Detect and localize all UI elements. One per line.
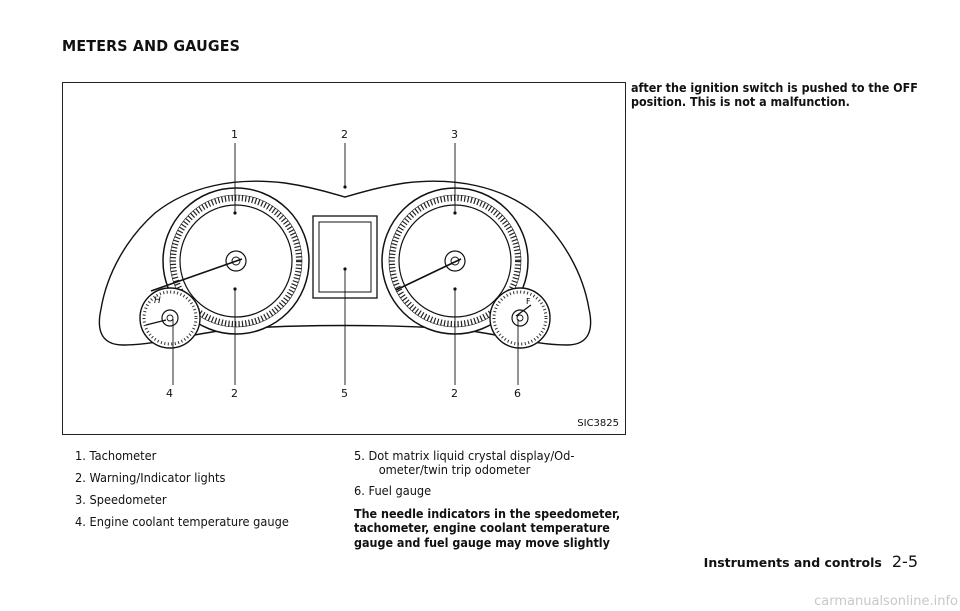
callout-dots [233,185,457,291]
legend-list-left: 1. Tachometer 2. Warning/Indicator light… [75,449,322,538]
legend-item: 2. Warning/Indicator lights [75,470,226,485]
callout-6: 6 [514,387,521,400]
fuel-full-label: F [526,297,531,306]
page-footer: Instruments and controls 2-5 [704,552,918,571]
legend-item: 4. Engine coolant temperature gauge [75,514,289,529]
cluster-illustration: H F [98,143,592,385]
callout-3: 3 [451,128,458,141]
needle-note-continued: after the ignition switch is pushed to t… [631,81,918,110]
tachometer-needle [150,258,243,292]
speedometer-needle [395,258,462,291]
coolant-temperature-gauge: H [139,287,201,349]
legend-item: 1. Tachometer [75,449,157,463]
legend-list-right: 5. Dot matrix liquid crystal display/Od-… [354,449,630,507]
callout-2-left: 2 [231,387,238,400]
legend-item: 6. Fuel gauge [354,484,432,499]
legend-item: 3. Speedometer [75,492,167,507]
callout-leaders [172,143,519,385]
page-number: 2-5 [891,552,918,571]
section-title: METERS AND GAUGES [62,37,241,55]
cluster-housing [98,180,592,346]
tachometer-gauge [150,187,310,335]
figure-code: SIC3825 [577,418,619,429]
callout-2-right: 2 [451,387,458,400]
speedometer-gauge [381,187,529,335]
callout-2-top: 2 [341,128,348,141]
instrument-cluster-figure: H F [62,82,626,435]
callout-5: 5 [341,387,348,400]
footer-section-name: Instruments and controls [703,555,882,570]
fuel-gauge: F [489,287,551,349]
legend-item: 5. Dot matrix liquid crystal display/Od-… [354,449,575,477]
callout-4: 4 [166,387,173,400]
needle-note: The needle indicators in the speedometer… [354,507,621,550]
callout-1: 1 [231,128,238,141]
watermark: carmanualsonline.info [814,594,958,609]
temp-hot-label: H [154,296,161,306]
